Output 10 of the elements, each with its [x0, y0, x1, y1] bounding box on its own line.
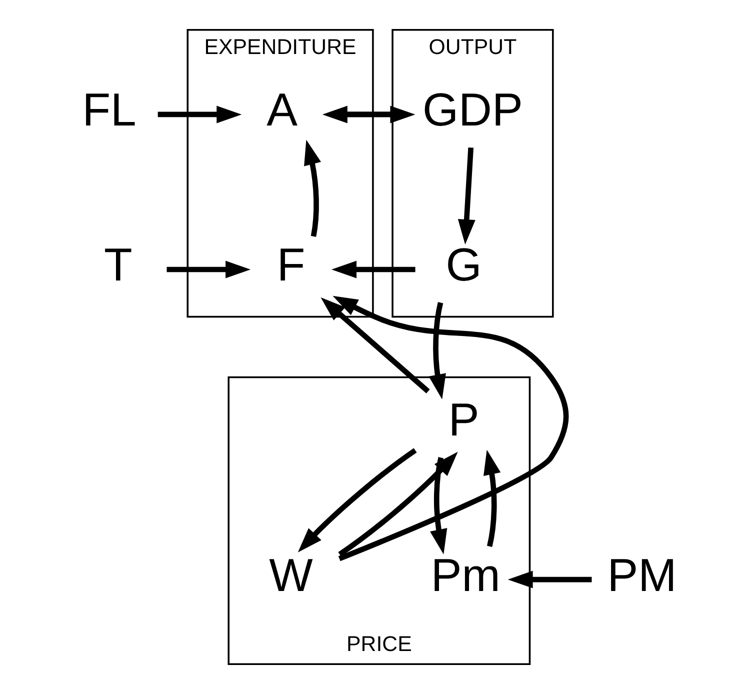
node-text: A [266, 84, 298, 136]
node-text: W [268, 548, 312, 601]
node-text: PM [606, 548, 676, 601]
node-text: P [448, 394, 479, 446]
node-text: T [103, 238, 132, 291]
node-text: Pm [430, 548, 500, 601]
node-text: FL [82, 84, 136, 136]
node-text: F [276, 238, 305, 291]
node-text: G [445, 238, 482, 291]
node-text: GDP [422, 84, 522, 136]
